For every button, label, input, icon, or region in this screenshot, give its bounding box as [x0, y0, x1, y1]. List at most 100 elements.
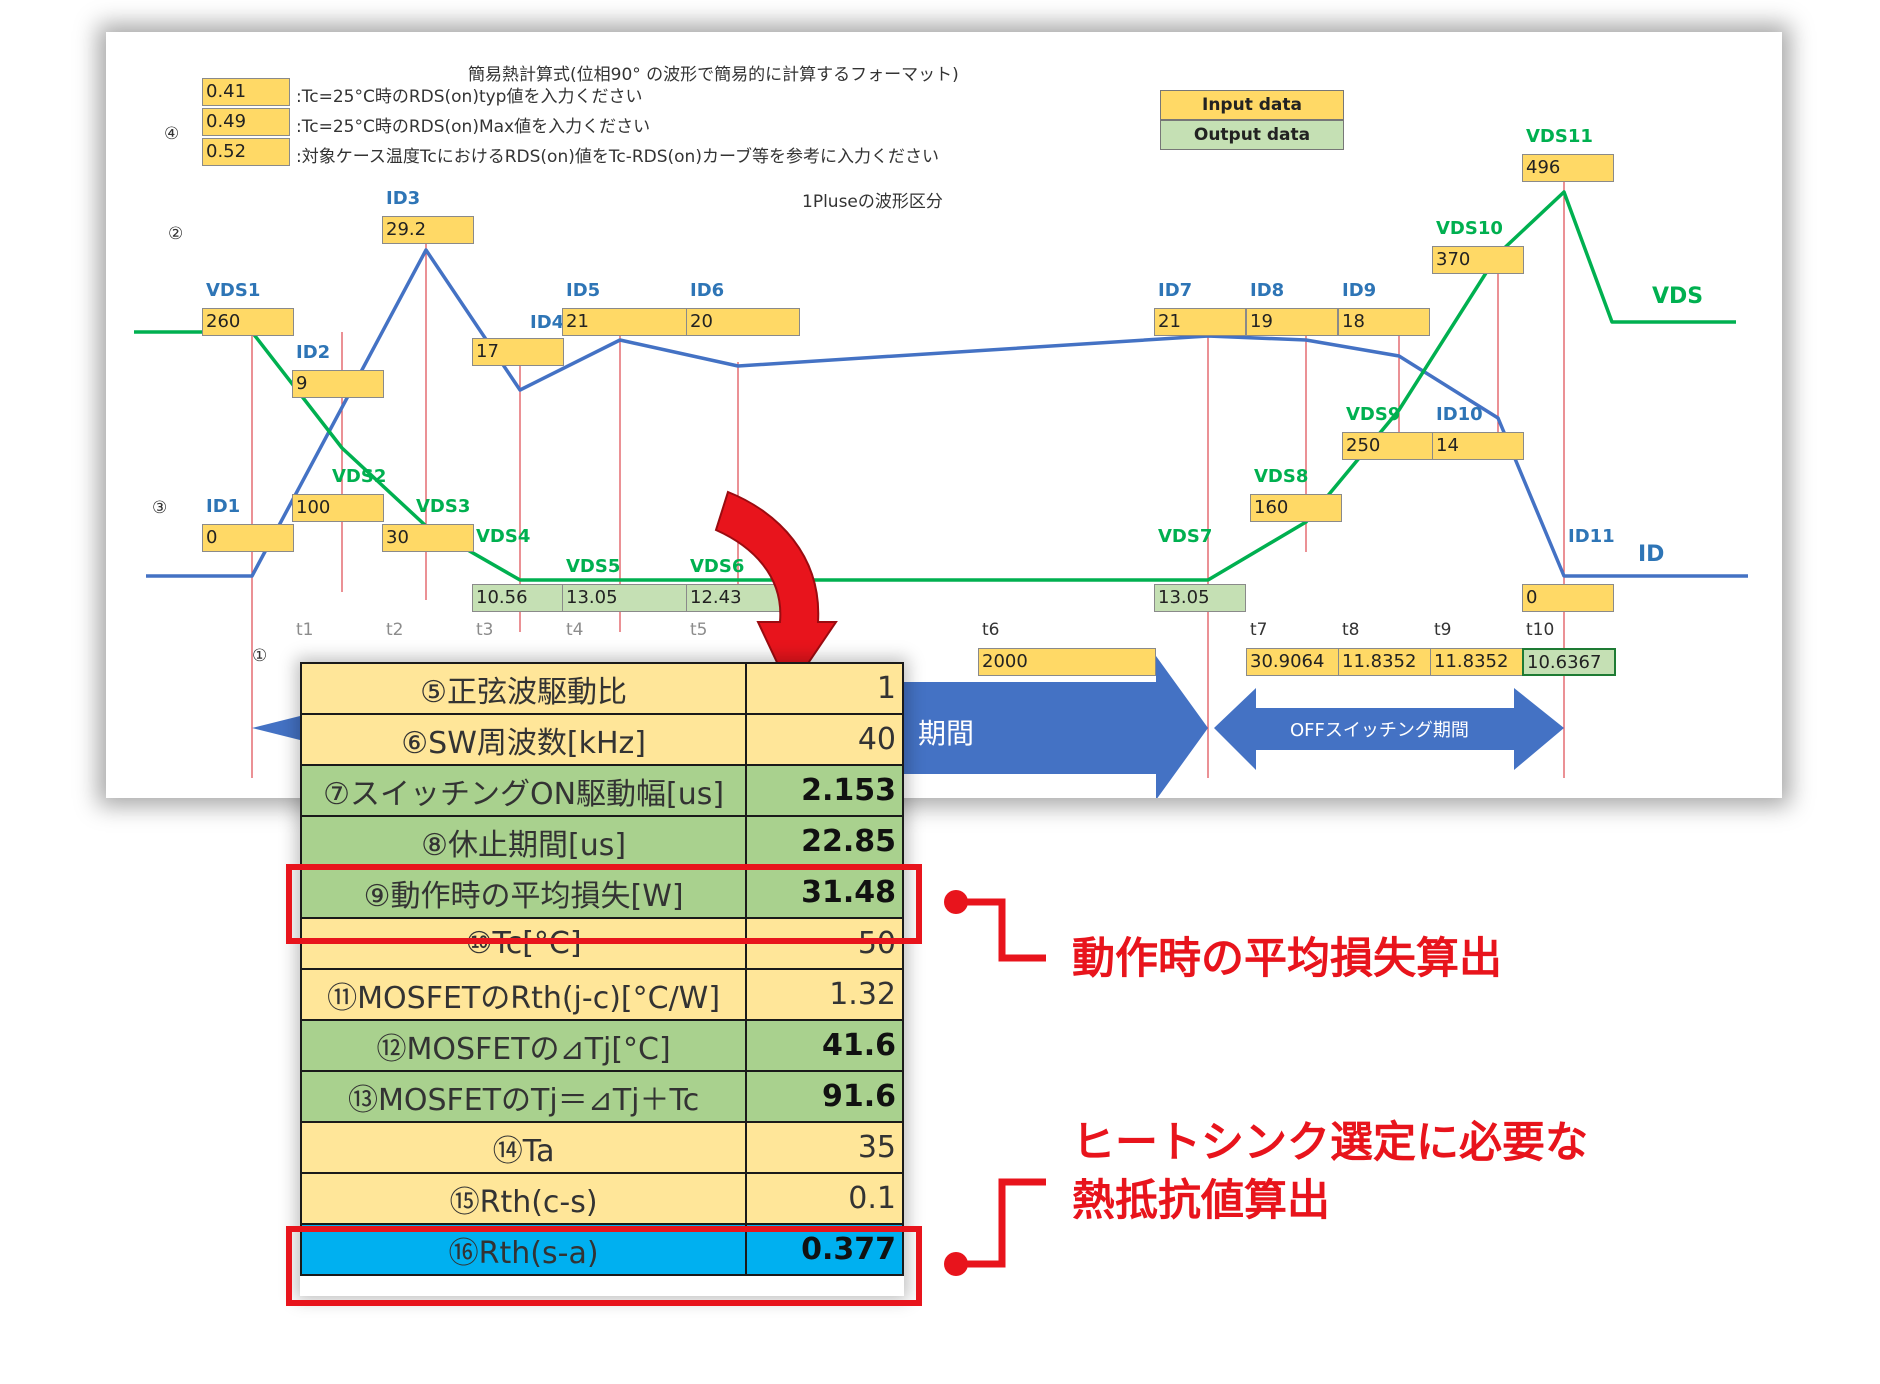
- heatsink-callout-line2: 熱抵抗値算出: [1072, 1176, 1330, 1226]
- rds-max-input[interactable]: 0.49: [202, 108, 290, 136]
- table-row: ⑫MOSFETの⊿Tj[°C]41.6: [300, 1019, 904, 1072]
- loss-callout: 動作時の平均損失算出: [1072, 934, 1502, 984]
- id9-label: ID9: [1342, 280, 1377, 301]
- id1-label: ID1: [206, 496, 241, 517]
- row-value: 22.85: [745, 815, 904, 868]
- id8-label: ID8: [1250, 280, 1285, 301]
- row-label: ⑮Rth(c-s): [300, 1172, 748, 1225]
- id11-input[interactable]: 0: [1522, 584, 1614, 612]
- vds2-label: VDS2: [332, 466, 387, 487]
- id4-input[interactable]: 17: [472, 338, 564, 366]
- vds9-input[interactable]: 250: [1342, 432, 1434, 460]
- t9-input[interactable]: 11.8352: [1430, 648, 1524, 676]
- vds3-input[interactable]: 30: [382, 524, 474, 552]
- row-label: ⑥SW周波数[kHz]: [300, 713, 748, 766]
- vds6-label: VDS6: [690, 556, 745, 577]
- id5-input[interactable]: 21: [562, 308, 688, 336]
- legend-input: Input data: [1160, 90, 1344, 120]
- id3-label: ID3: [386, 188, 421, 209]
- row-label: ⑦スイッチングON駆動幅[us]: [300, 764, 748, 817]
- id2-input[interactable]: 9: [292, 370, 384, 398]
- rds-typ-note: :Tc=25°C時のRDS(on)typ値を入力ください: [296, 87, 643, 107]
- t10-selected-cell[interactable]: 10.6367: [1522, 648, 1616, 676]
- time-label-t8: t8: [1342, 620, 1360, 640]
- vds8-input[interactable]: 160: [1250, 494, 1342, 522]
- off-period-arrow: [1214, 688, 1564, 770]
- waveform-section-label: 1Pluseの波形区分: [802, 192, 943, 212]
- id11-label: ID11: [1568, 526, 1615, 547]
- vds7-label: VDS7: [1158, 526, 1213, 547]
- legend-output: Output data: [1160, 120, 1344, 150]
- row-label: ⑭Ta: [300, 1121, 748, 1174]
- t7-input[interactable]: 30.9064: [1246, 648, 1340, 676]
- id1-input[interactable]: 0: [202, 524, 294, 552]
- row-value[interactable]: 1: [745, 662, 904, 715]
- vds3-label: VDS3: [416, 496, 471, 517]
- row-label: ⑨動作時の平均損失[W]: [300, 866, 748, 919]
- row-value: 41.6: [745, 1019, 904, 1072]
- callout-connectors: [956, 898, 1046, 1268]
- table-row: ⑧休止期間[us]22.85: [300, 815, 904, 868]
- vds9-label: VDS9: [1346, 404, 1401, 425]
- row-label: ⑤正弦波駆動比: [300, 662, 748, 715]
- t8-input[interactable]: 11.8352: [1338, 648, 1432, 676]
- id9-input[interactable]: 18: [1338, 308, 1430, 336]
- row-label: ⑫MOSFETの⊿Tj[°C]: [300, 1019, 748, 1072]
- loss-row-highlight: [286, 864, 922, 944]
- vds4-label: VDS4: [476, 526, 531, 547]
- on-period-arrow-label: 期間: [918, 717, 975, 750]
- vds10-label: VDS10: [1436, 218, 1503, 239]
- id6-input[interactable]: 20: [686, 308, 800, 336]
- id8-input[interactable]: 19: [1246, 308, 1338, 336]
- table-row: ⑦スイッチングON駆動幅[us]2.153: [300, 764, 904, 817]
- row-label: ⑬MOSFETのTj＝⊿Tj＋Tc: [300, 1070, 748, 1123]
- row-value[interactable]: 40: [745, 713, 904, 766]
- vds8-label: VDS8: [1254, 466, 1309, 487]
- row-value[interactable]: 0.1: [745, 1172, 904, 1225]
- table-row: ⑮Rth(c-s)0.1: [300, 1172, 904, 1225]
- time-label-t3: t3: [476, 620, 494, 640]
- vds11-label: VDS11: [1526, 126, 1593, 147]
- vds4-output: 10.56: [472, 584, 564, 612]
- vds2-input[interactable]: 100: [292, 494, 384, 522]
- id7-label: ID7: [1158, 280, 1193, 301]
- id4-label: ID4: [530, 312, 565, 333]
- row-label: ⑧休止期間[us]: [300, 815, 748, 868]
- rth-row-highlight: [286, 1226, 922, 1306]
- id7-input[interactable]: 21: [1154, 308, 1246, 336]
- id10-input[interactable]: 14: [1432, 432, 1524, 460]
- row-value[interactable]: 35: [745, 1121, 904, 1174]
- time-guides: [251, 167, 1565, 778]
- time-label-t6: t6: [982, 620, 1000, 640]
- row-value: 91.6: [745, 1070, 904, 1123]
- rds-max-note: :Tc=25°C時のRDS(on)Max値を入力ください: [296, 117, 651, 137]
- vds1-input[interactable]: 260: [202, 308, 294, 336]
- loss-connector-dot: [944, 890, 968, 914]
- t6-input[interactable]: 2000: [978, 648, 1156, 676]
- rds-typ-input[interactable]: 0.41: [202, 78, 290, 106]
- vds10-input[interactable]: 370: [1432, 246, 1524, 274]
- vds11-input[interactable]: 496: [1522, 154, 1614, 182]
- id6-label: ID6: [690, 280, 725, 301]
- id-curve-label: ID: [1638, 542, 1665, 567]
- vds-curve-label: VDS: [1652, 284, 1704, 309]
- time-label-t7: t7: [1250, 620, 1268, 640]
- time-label-t1: t1: [296, 620, 314, 640]
- time-label-t5: t5: [690, 620, 708, 640]
- id10-label: ID10: [1436, 404, 1483, 425]
- marker-4: ④: [164, 124, 180, 144]
- time-label-t4: t4: [566, 620, 584, 640]
- marker-3: ③: [152, 498, 168, 518]
- time-label-t9: t9: [1434, 620, 1452, 640]
- row-value[interactable]: 1.32: [745, 968, 904, 1021]
- id2-label: ID2: [296, 342, 331, 363]
- sheet-title: 簡易熱計算式(位相90° の波形で簡易的に計算するフォーマット): [468, 65, 959, 85]
- rds-tc-input[interactable]: 0.52: [202, 138, 290, 166]
- off-period-arrow-label: OFFスイッチング期間: [1290, 720, 1469, 741]
- id3-input[interactable]: 29.2: [382, 216, 474, 244]
- marker-1: ①: [252, 646, 268, 666]
